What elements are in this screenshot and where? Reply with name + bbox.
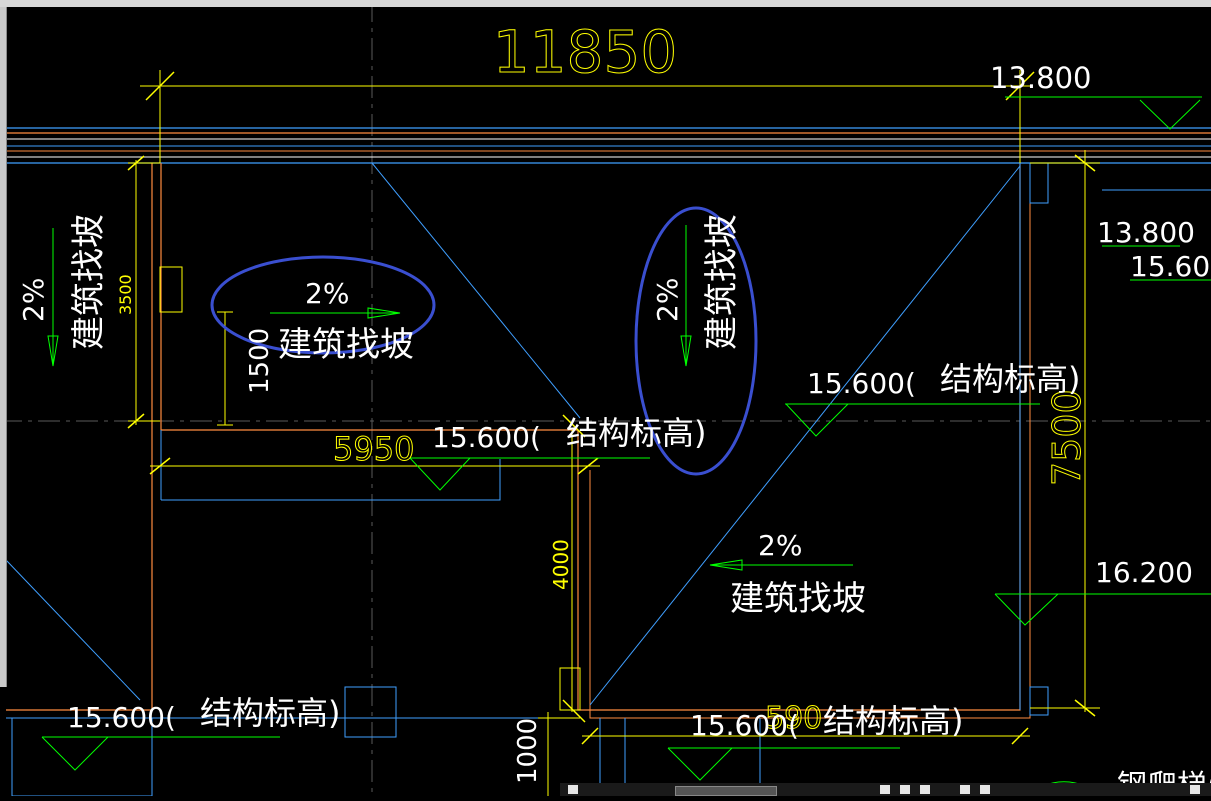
bottom-height-dimension: 1000 bbox=[513, 718, 543, 784]
right-elevation-16200: 16.200 bbox=[1095, 556, 1193, 589]
mid-center-structure-label: 结构标高) bbox=[566, 414, 707, 452]
right-slope-percent: 2% bbox=[758, 529, 802, 562]
elevation-markers bbox=[41, 96, 1211, 781]
dimension-lines bbox=[127, 70, 1100, 796]
bottom-partial-dimension: 590 bbox=[765, 701, 822, 736]
right-elevation-15600: 15.600( bbox=[1130, 250, 1211, 283]
snap-icon[interactable] bbox=[880, 785, 890, 794]
bottom-status-tray[interactable] bbox=[560, 783, 1211, 796]
slope-diagonals bbox=[5, 162, 1021, 706]
parapet-lines bbox=[6, 127, 1211, 164]
right-elevation-13800: 13.800 bbox=[1097, 216, 1195, 249]
window-top-border bbox=[0, 0, 1211, 7]
mid-height-dimension: 4000 bbox=[549, 539, 573, 590]
center-slope-label: 建筑找坡 bbox=[702, 214, 742, 350]
left-height-dimension: 3500 bbox=[116, 274, 135, 315]
status-icon[interactable] bbox=[568, 785, 578, 794]
left-panel-edge[interactable] bbox=[0, 7, 7, 687]
polar-icon[interactable] bbox=[960, 785, 970, 794]
right-height-dimension: 7500 bbox=[1045, 389, 1089, 486]
center-left-slope-label: 建筑找坡 bbox=[278, 325, 414, 365]
bottom-left-elevation: 15.600( bbox=[67, 701, 176, 734]
status-field[interactable] bbox=[675, 786, 777, 796]
top-right-elevation: 13.800 bbox=[990, 61, 1091, 95]
mid-right-elevation: 15.600( bbox=[807, 367, 916, 400]
inner-height-dimension: 1500 bbox=[245, 328, 275, 394]
highlight-ellipse-left bbox=[210, 255, 436, 355]
bottom-center-elevation: 15.600( bbox=[690, 709, 799, 742]
mid-center-elevation: 15.600( bbox=[432, 421, 541, 454]
lineweight-icon[interactable] bbox=[1190, 785, 1200, 794]
overall-width-dimension: 11850 bbox=[493, 18, 678, 86]
center-slope-percent: 2% bbox=[651, 278, 684, 322]
osnap-icon[interactable] bbox=[980, 785, 990, 794]
wall-outlines bbox=[6, 162, 1211, 797]
room-width-dimension: 5950 bbox=[333, 430, 414, 468]
bottom-center-structure-label: 结构标高) bbox=[823, 702, 964, 740]
ortho-icon[interactable] bbox=[920, 785, 930, 794]
highlight-ellipse-center bbox=[634, 206, 758, 476]
right-slope-label: 建筑找坡 bbox=[730, 579, 866, 619]
left-slope-label: 建筑找坡 bbox=[69, 214, 109, 350]
bottom-left-structure-label: 结构标高) bbox=[200, 694, 341, 732]
center-left-slope-percent: 2% bbox=[305, 277, 349, 310]
left-slope-percent: 2% bbox=[17, 278, 50, 322]
mid-right-structure-label: 结构标高) bbox=[940, 360, 1081, 398]
grid-icon[interactable] bbox=[900, 785, 910, 794]
